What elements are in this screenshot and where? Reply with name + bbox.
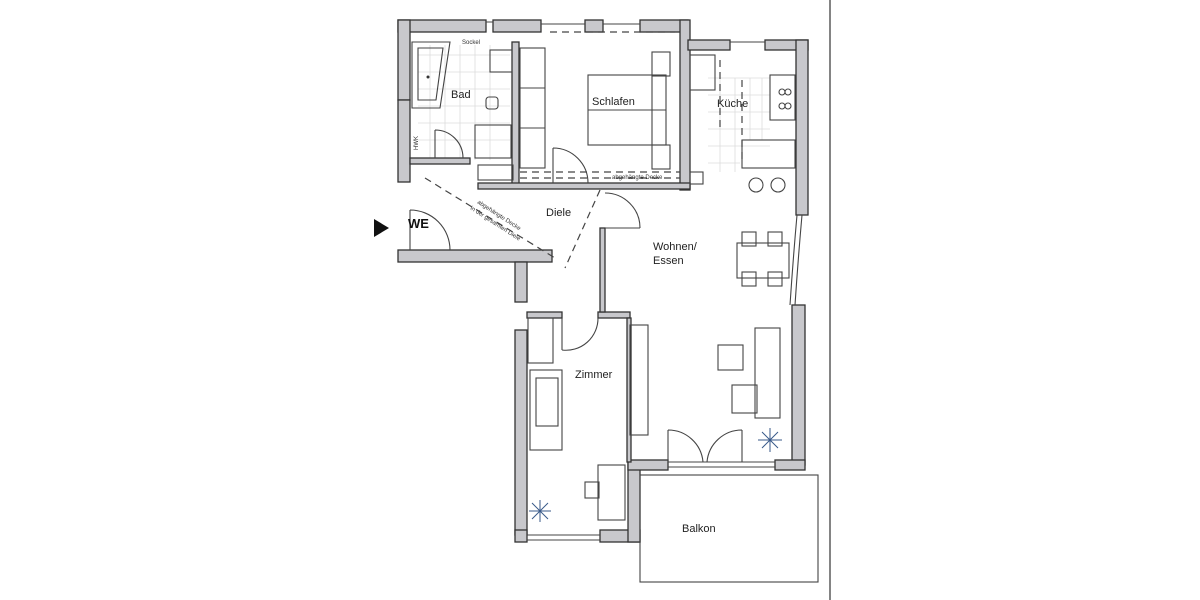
furniture: [411, 41, 819, 583]
ceiling-label-schlafen: abgehängte Decke: [612, 175, 663, 181]
kitchen-tiles: [708, 77, 770, 172]
ceiling-dashes: [424, 31, 743, 269]
bathroom-tiles: [418, 45, 510, 160]
room-label-bad: Bad: [451, 89, 471, 101]
room-label-kueche: Küche: [717, 98, 748, 110]
doors: [409, 129, 743, 463]
room-label-diele: Diele: [546, 207, 571, 219]
sockel-label: Sockel: [462, 40, 480, 46]
entrance-label: WE: [408, 216, 429, 231]
balcony-outline: [639, 474, 819, 583]
room-label-essen: Essen: [653, 255, 684, 267]
room-label-balkon: Balkon: [682, 523, 716, 535]
windows: [486, 21, 803, 541]
room-label-schlafen: Schlafen: [592, 96, 635, 108]
plant-icon: [529, 428, 782, 522]
entrance-arrow-icon: [374, 219, 389, 237]
walls: [397, 19, 809, 543]
bathtub-drain: [426, 75, 430, 79]
room-label-wohnen: Wohnen/: [653, 241, 698, 253]
room-label-zimmer: Zimmer: [575, 369, 613, 381]
hwk-label: HWK: [414, 136, 420, 150]
